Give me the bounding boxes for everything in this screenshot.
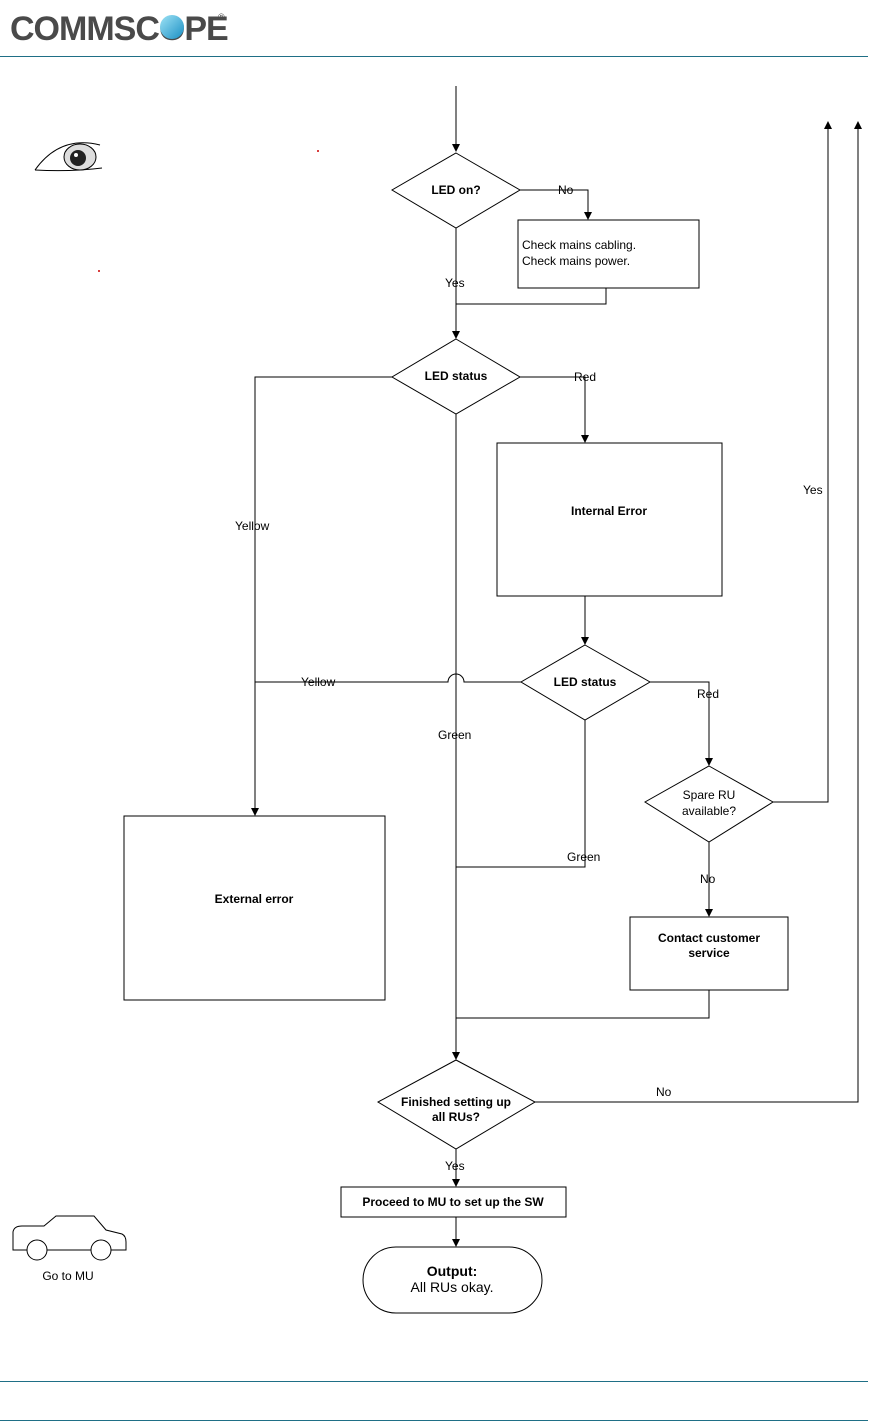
label-output-title: Output: <box>427 1263 478 1279</box>
decision-spare-ru <box>644 765 774 843</box>
label-led-status-1: LED status <box>425 369 488 383</box>
decision-finished <box>376 1059 537 1150</box>
label-yes-3: Yes <box>445 1159 465 1173</box>
box-external-error <box>123 815 386 1001</box>
label-internal-error: Internal Error <box>571 504 647 518</box>
decision-led-status-1 <box>391 338 521 415</box>
registered-mark: ® <box>218 12 225 22</box>
label-proceed: Proceed to MU to set up the SW <box>362 1195 544 1209</box>
decision-led-on <box>391 152 521 229</box>
box-check-mains <box>517 219 700 289</box>
box-proceed <box>340 1186 567 1218</box>
label-yes-2: Yes <box>803 483 823 497</box>
label-green-2: Green <box>567 850 600 864</box>
label-yellow-1: Yellow <box>235 519 270 533</box>
terminal-output <box>362 1246 543 1314</box>
label-led-on: LED on? <box>431 183 480 197</box>
label-no-3: No <box>656 1085 672 1099</box>
box-internal-error <box>496 442 723 597</box>
label-finished-line2: all RUs? <box>432 1110 480 1124</box>
label-finished-line1: Finished setting up <box>401 1095 511 1109</box>
commscope-logo: COMMSCOPE ® <box>10 10 229 48</box>
box-contact-service <box>629 916 789 991</box>
label-output-text: All RUs okay. <box>411 1279 494 1295</box>
label-spare-line1: Spare RU <box>683 788 736 802</box>
label-red-1: Red <box>574 370 596 384</box>
connectors <box>251 86 862 1247</box>
car-icon <box>12 1215 127 1261</box>
label-go-to-mu: Go to MU <box>42 1269 93 1283</box>
marker-dot <box>98 270 100 272</box>
footer-rule-top <box>0 1381 868 1382</box>
label-red-2: Red <box>697 687 719 701</box>
label-external-error: External error <box>215 892 294 906</box>
label-yes-1: Yes <box>445 276 465 290</box>
label-check-line1: Check mains cabling. <box>522 238 636 252</box>
label-led-status-2: LED status <box>554 675 617 689</box>
label-green-1: Green <box>438 728 471 742</box>
label-yellow-2: Yellow <box>301 675 336 689</box>
label-no-1: No <box>558 183 574 197</box>
eye-icon <box>34 142 103 172</box>
decision-led-status-2 <box>520 644 652 721</box>
logo-orb-icon <box>160 15 184 39</box>
header-rule <box>0 56 868 57</box>
label-spare-line2: available? <box>682 804 736 818</box>
brand-wordmark: COMMSCOPE <box>10 10 228 48</box>
marker-dot <box>317 150 319 152</box>
label-contact-line1: Contact customer <box>658 931 760 945</box>
label-check-line2: Check mains power. <box>522 254 630 268</box>
label-contact-line2: service <box>688 946 730 960</box>
footer-rule-bottom <box>0 1420 868 1421</box>
label-no-2: No <box>700 872 716 886</box>
